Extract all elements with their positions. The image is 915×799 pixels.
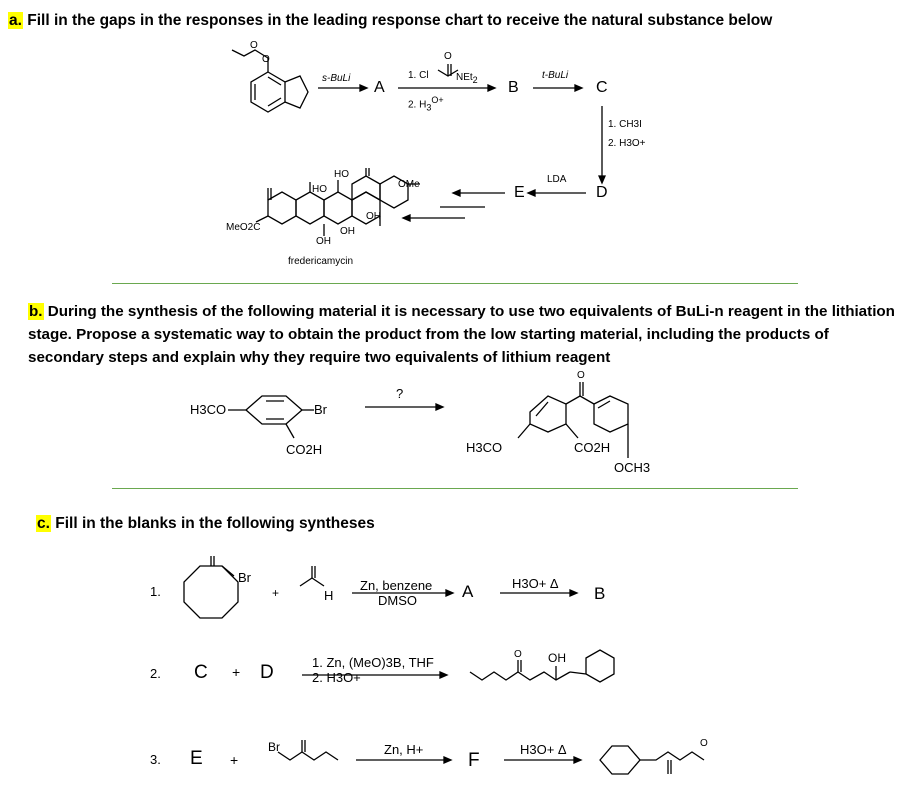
- row1-letter-b: B: [594, 584, 606, 603]
- product-name: fredericamycin: [288, 256, 354, 267]
- row1-br: Br: [238, 570, 251, 585]
- row3-oxygen: O: [700, 738, 708, 749]
- label-oh-1: OH: [366, 211, 381, 222]
- label-ho-2: HO: [312, 184, 327, 195]
- part-c-label: c.: [36, 515, 51, 532]
- part-a-title: a. Fill in the gaps in the responses in …: [8, 10, 772, 32]
- reagent-h3o-2: 2. H3O+: [608, 138, 646, 149]
- fredericamycin-structure: [255, 168, 420, 236]
- part-b-question: b. During the synthesis of the following…: [28, 303, 895, 366]
- divider-a-b: [112, 283, 798, 284]
- intermediate-c: C: [596, 79, 608, 96]
- row3-plus: +: [230, 752, 239, 768]
- label-och3: OCH3: [614, 460, 651, 475]
- row3-letter-e: E: [190, 748, 203, 769]
- divider-b-c: [112, 488, 798, 489]
- intermediate-b: B: [508, 79, 519, 96]
- part-c-title: c. Fill in the blanks in the following s…: [36, 515, 375, 532]
- row1-plus: +: [272, 586, 280, 600]
- row2-reagent-top: 1. Zn, (MeO)3B, THF: [312, 655, 434, 670]
- reagent-t-buli: t-BuLi: [542, 70, 569, 81]
- mom-oxygen-label-2: O: [262, 54, 270, 65]
- part-b-label: b.: [28, 303, 44, 320]
- label-meo2c: MeO2C: [226, 222, 261, 233]
- mom-oxygen-label: O: [250, 40, 258, 51]
- row1-reagent2: H3O+ Δ: [512, 576, 559, 591]
- indane-starting-material: [231, 49, 309, 113]
- row3-letter-f: F: [468, 750, 480, 771]
- row2-oh: OH: [548, 651, 566, 665]
- row1-letter-a: A: [462, 582, 474, 601]
- row3-reagent-top: Zn, H+: [384, 742, 424, 757]
- label-h3co-right: H3CO: [466, 440, 503, 455]
- row2-letter-d: D: [260, 662, 274, 683]
- label-ome: OMe: [398, 179, 420, 190]
- label-br-left: Br: [314, 402, 327, 417]
- label-oh-2: OH: [340, 226, 355, 237]
- row1-reagent-bottom: DMSO: [378, 593, 417, 608]
- label-co2h-right: CO2H: [574, 440, 611, 455]
- label-ho-1: HO: [334, 169, 349, 180]
- row2-oxygen: O: [514, 649, 522, 660]
- intermediate-d: D: [596, 184, 608, 201]
- part-a-label: a.: [8, 12, 23, 29]
- row3-reagent2: H3O+ Δ: [520, 742, 567, 757]
- row1-h: H: [324, 588, 334, 603]
- label-co2h-left: CO2H: [286, 442, 323, 457]
- reagent-step2: 2. H3O+: [408, 95, 444, 113]
- ketone-oxygen: O: [577, 370, 585, 381]
- reagent-net2: NEt2: [456, 72, 478, 85]
- label-h3co-left: H3CO: [190, 402, 227, 417]
- intermediate-e: E: [514, 184, 525, 201]
- label-oh-3: OH: [316, 236, 331, 247]
- reagent-ch3i: 1. CH3I: [608, 119, 642, 130]
- row2-number: 2.: [150, 666, 161, 681]
- row2-plus: +: [232, 664, 241, 680]
- reagent-lda: LDA: [547, 174, 567, 185]
- row2-letter-c: C: [194, 662, 208, 683]
- intermediate-a: A: [374, 79, 385, 96]
- row1-reagent-top: Zn, benzene: [360, 578, 433, 593]
- row3-number: 3.: [150, 752, 161, 767]
- carbamoyl-oxygen: O: [444, 51, 452, 62]
- part-a-question: Fill in the gaps in the responses in the…: [22, 12, 773, 29]
- reagent-s-buli: s-BuLi: [322, 73, 351, 84]
- reagent-step1: 1. Cl: [408, 70, 429, 81]
- row2-reagent-bottom: 2. H3O+: [312, 670, 361, 685]
- arrow-question-mark: ?: [396, 386, 404, 401]
- row3-br: Br: [268, 740, 280, 754]
- row1-number: 1.: [150, 584, 161, 599]
